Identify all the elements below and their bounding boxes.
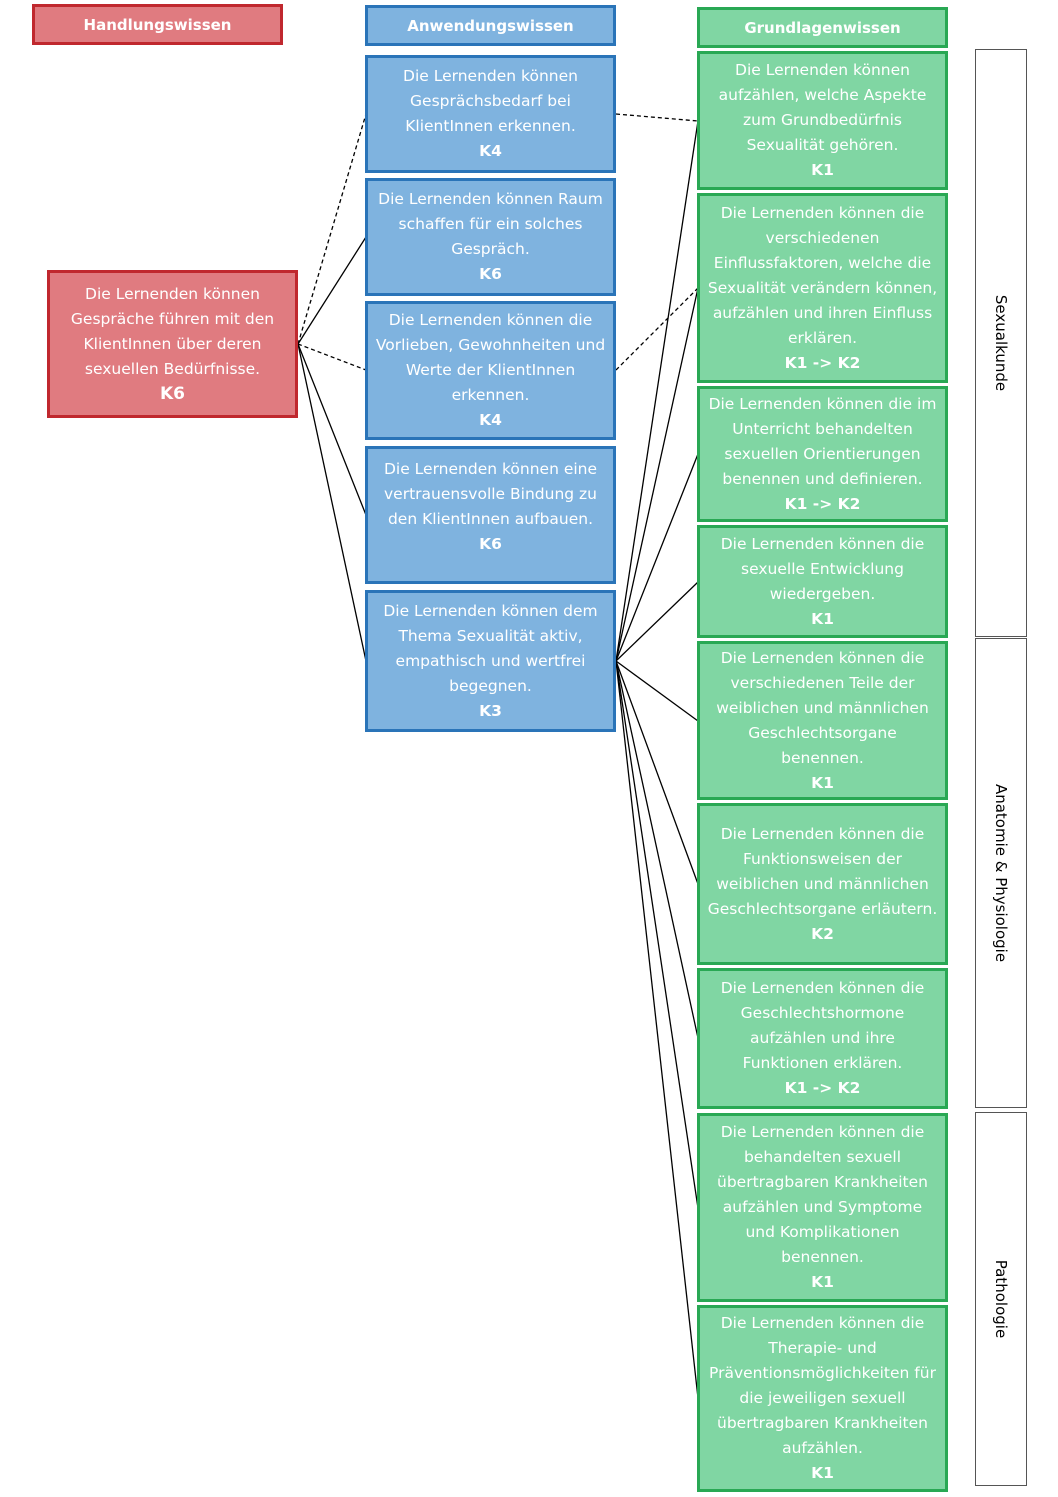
connector-a1-g1 (615, 113, 699, 122)
grundlagen-level: K1 -> K2 (784, 353, 861, 372)
section-label: Anatomie & Physiologie (992, 783, 1010, 963)
connector-a3-g2 (615, 287, 699, 371)
handlung-level: K6 (159, 383, 185, 404)
connector-a5-g6 (615, 660, 699, 885)
connector-h-a4 (297, 343, 367, 516)
anwendung-box-5: Die Lernenden können dem Thema Sexualitä… (365, 590, 616, 732)
connector-a5-g1 (615, 120, 699, 662)
section-anatomie-physiologie: Anatomie & Physiologie (975, 638, 1027, 1108)
anwendung-box-2: Die Lernenden können Raum schaffen für e… (365, 178, 616, 296)
connector-h-a2 (297, 236, 367, 345)
section-label: Sexualkunde (992, 294, 1010, 392)
connector-a5-g3 (615, 453, 699, 662)
connector-a5-g7 (615, 660, 699, 1039)
anwendung-level: K4 (479, 142, 502, 160)
grundlagen-box-8: Die Lernenden können die behandelten sex… (697, 1113, 948, 1302)
section-label: Pathologie (992, 1259, 1010, 1339)
header-anwendungswissen: Anwendungswissen (365, 5, 616, 46)
anwendung-level: K4 (479, 411, 502, 429)
grundlagen-level: K1 -> K2 (784, 1079, 861, 1097)
anwendung-box-1: Die Lernenden können Gesprächsbedarf bei… (365, 55, 616, 173)
grundlagen-text: Die Lernenden können aufzählen, welche A… (718, 61, 927, 154)
anwendung-text: Die Lernenden können eine vertrauensvoll… (383, 460, 598, 528)
connector-h-a1 (297, 113, 367, 345)
connector-a5-g2 (615, 287, 699, 662)
handlung-box: Die Lernenden können Gespräche führen mi… (47, 270, 298, 418)
header-grundlagenwissen-label: Grundlagenwissen (744, 18, 901, 37)
grundlagen-level: K1 (811, 1273, 834, 1291)
grundlagen-box-7: Die Lernenden können die Geschlechtshorm… (697, 968, 948, 1109)
anwendung-text: Die Lernenden können die Vorlieben, Gewo… (375, 311, 606, 404)
grundlagen-text: Die Lernenden können die Therapie- und P… (709, 1314, 936, 1457)
connector-a5-g5 (615, 660, 699, 722)
connector-h-a3 (297, 343, 367, 371)
anwendung-box-4: Die Lernenden können eine vertrauensvoll… (365, 446, 616, 584)
anwendung-box-3: Die Lernenden können die Vorlieben, Gewo… (365, 301, 616, 440)
anwendung-level: K3 (479, 701, 502, 720)
section-pathologie: Pathologie (975, 1112, 1027, 1486)
anwendung-text: Die Lernenden können Gesprächsbedarf bei… (403, 67, 578, 135)
grundlagen-box-4: Die Lernenden können die sexuelle Entwic… (697, 525, 948, 638)
grundlagen-text: Die Lernenden können die im Unterricht b… (708, 394, 937, 488)
anwendung-text: Die Lernenden können dem Thema Sexualitä… (383, 601, 598, 695)
grundlagen-box-5: Die Lernenden können die verschiedenen T… (697, 641, 948, 800)
header-anwendungswissen-label: Anwendungswissen (407, 16, 574, 35)
anwendung-level: K6 (479, 265, 502, 283)
grundlagen-text: Die Lernenden können die behandelten sex… (717, 1123, 928, 1266)
grundlagen-level: K1 (811, 1464, 834, 1482)
handlung-text: Die Lernenden können Gespräche führen mi… (70, 284, 275, 378)
header-handlungswissen-label: Handlungswissen (83, 15, 232, 34)
grundlagen-box-9: Die Lernenden können die Therapie- und P… (697, 1305, 948, 1492)
grundlagen-level: K1 -> K2 (784, 494, 861, 513)
grundlagen-box-2: Die Lernenden können die verschiedenen E… (697, 193, 948, 383)
grundlagen-level: K1 (811, 609, 834, 628)
grundlagen-box-1: Die Lernenden können aufzählen, welche A… (697, 51, 948, 190)
header-grundlagenwissen: Grundlagenwissen (697, 7, 948, 48)
grundlagen-level: K1 (811, 161, 834, 179)
grundlagen-text: Die Lernenden können die verschiedenen E… (707, 203, 938, 347)
grundlagen-text: Die Lernenden können die verschiedenen T… (716, 648, 929, 767)
section-sexualkunde: Sexualkunde (975, 49, 1027, 637)
grundlagen-text: Die Lernenden können die Geschlechtshorm… (720, 979, 925, 1072)
grundlagen-level: K1 (811, 773, 834, 792)
connector-h-a5 (297, 343, 367, 662)
connector-a5-g9 (615, 660, 699, 1399)
anwendung-text: Die Lernenden können Raum schaffen für e… (378, 190, 603, 258)
connector-a5-g4 (615, 581, 699, 662)
connector-a5-g8 (615, 660, 699, 1209)
grundlagen-text: Die Lernenden können die Funktionsweisen… (707, 824, 938, 918)
header-handlungswissen: Handlungswissen (32, 4, 283, 45)
grundlagen-box-3: Die Lernenden können die im Unterricht b… (697, 386, 948, 522)
grundlagen-text: Die Lernenden können die sexuelle Entwic… (720, 534, 925, 603)
anwendung-level: K6 (479, 535, 502, 553)
grundlagen-level: K2 (811, 924, 834, 943)
grundlagen-box-6: Die Lernenden können die Funktionsweisen… (697, 803, 948, 965)
